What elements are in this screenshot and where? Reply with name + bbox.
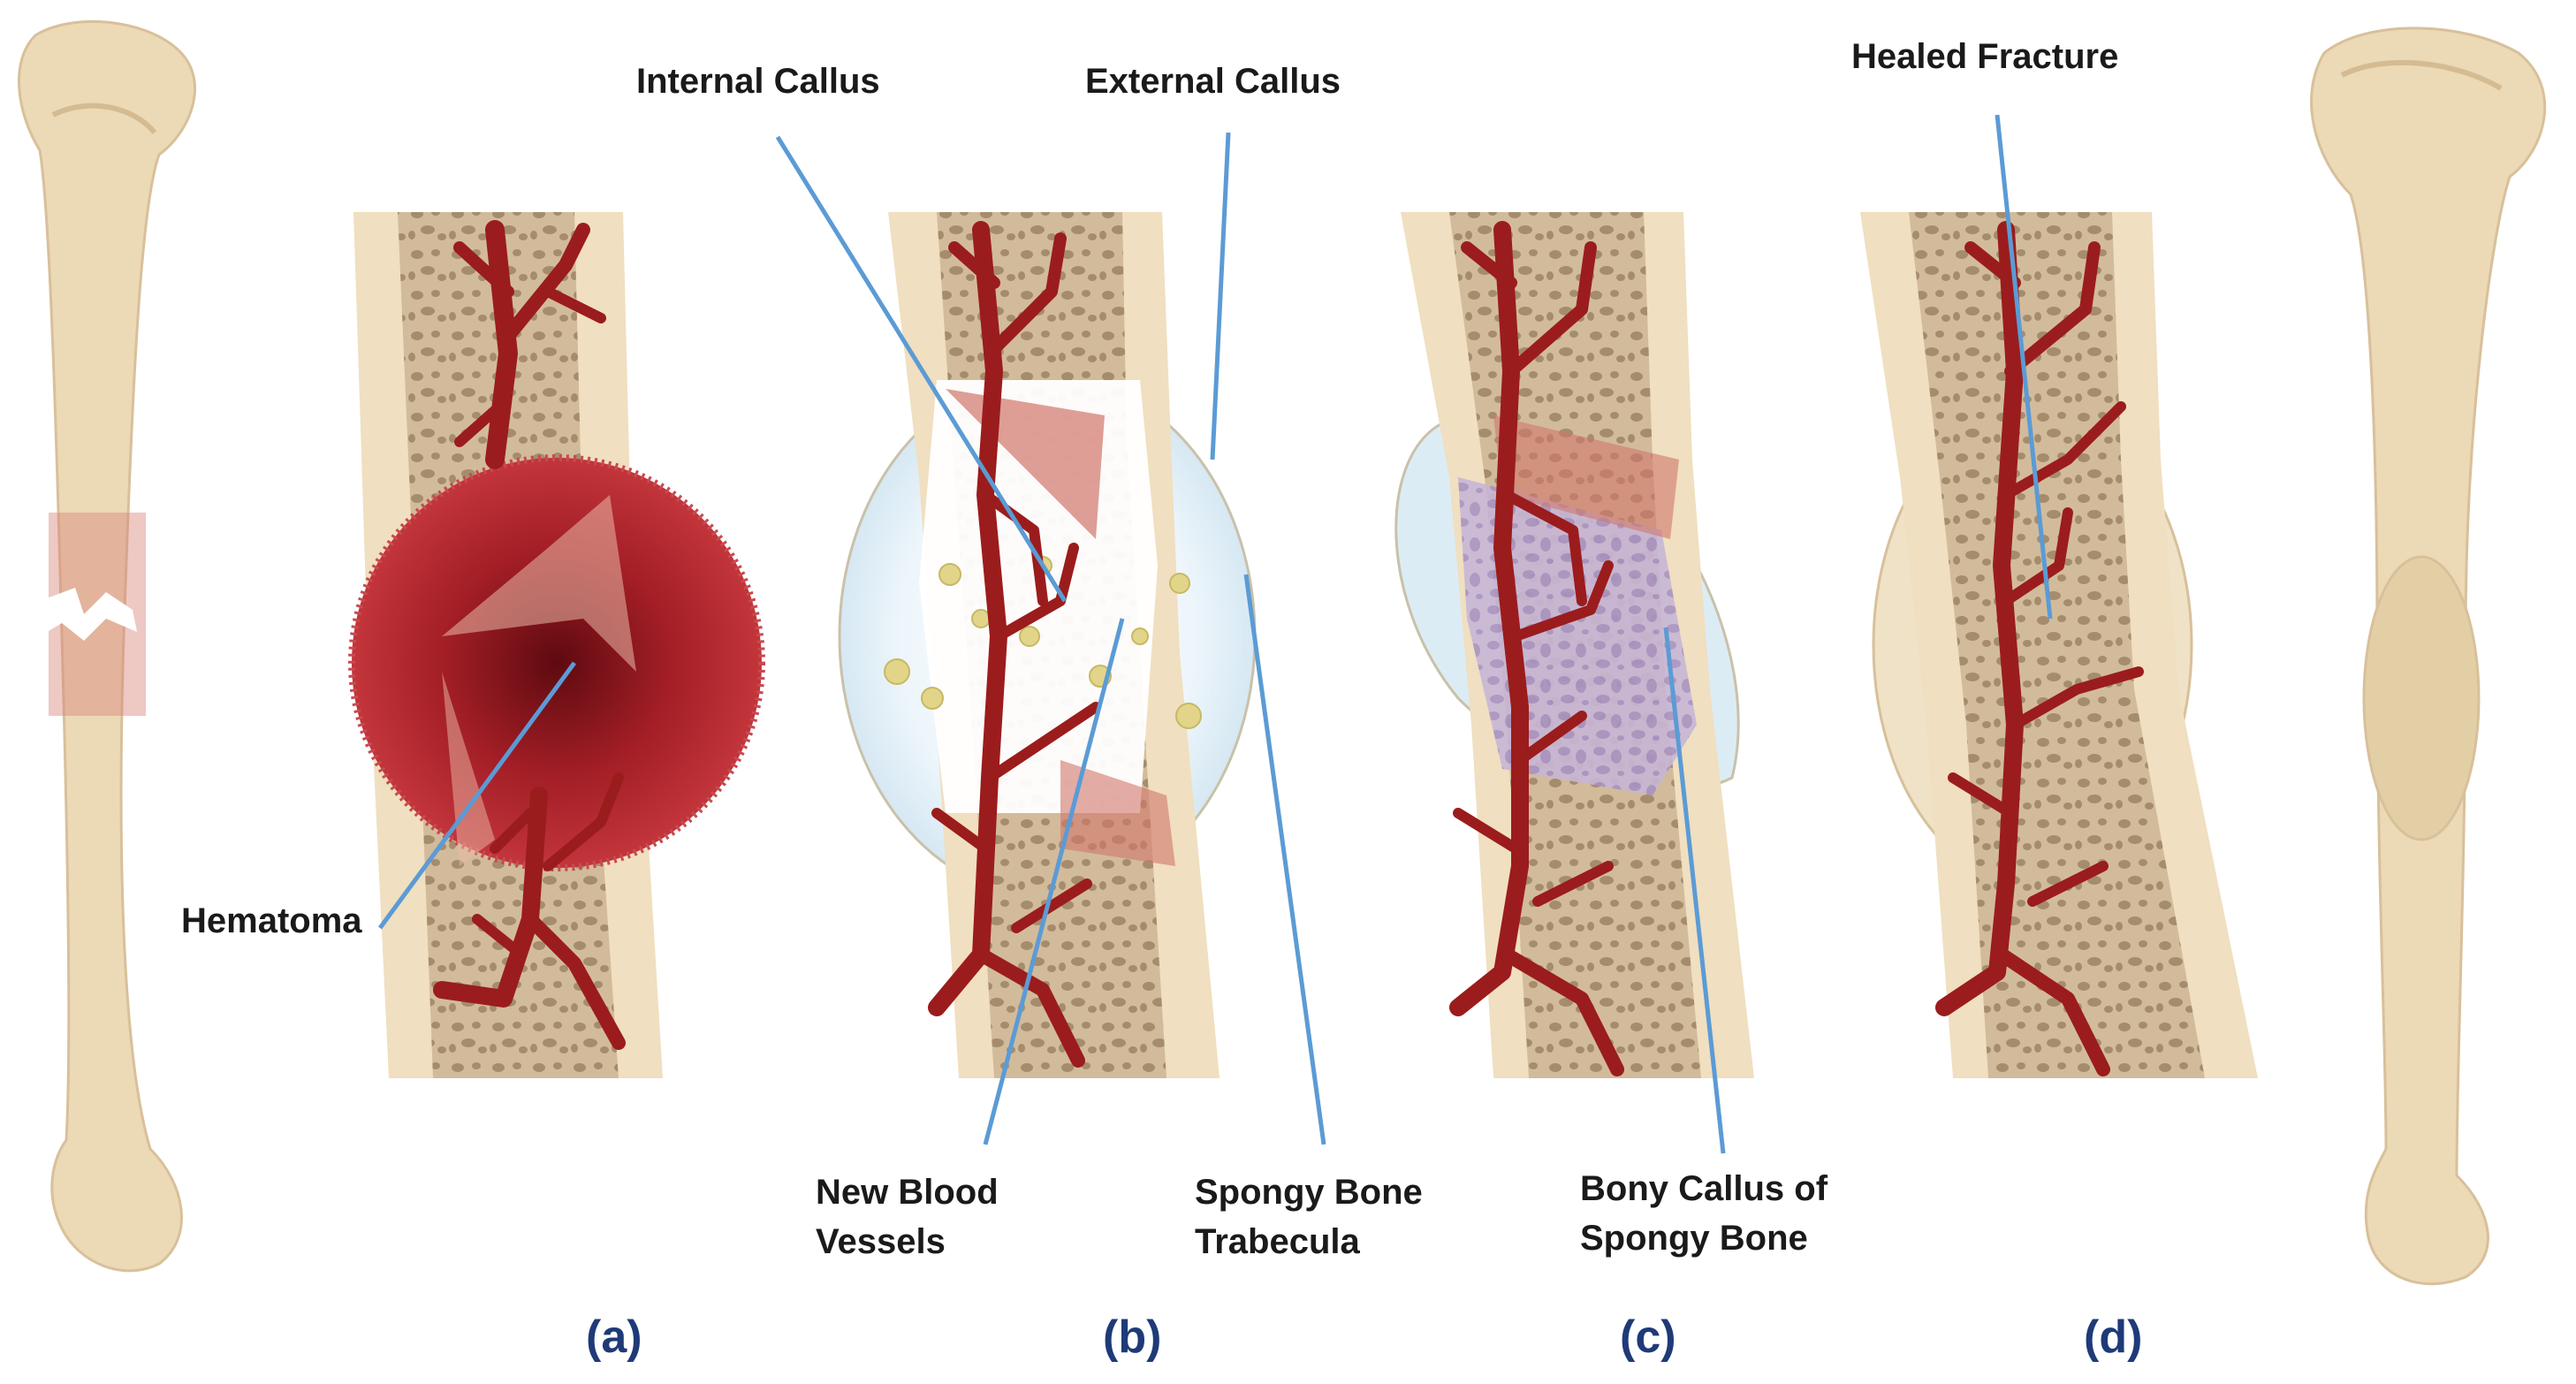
internal-callus-label: Internal Callus bbox=[636, 62, 880, 101]
bony-callus-label-line2: Spongy Bone bbox=[1580, 1219, 1808, 1258]
healed-fracture-label: Healed Fracture bbox=[1851, 37, 2118, 76]
panel-label-a: (a) bbox=[586, 1312, 642, 1363]
spongy-bone-trabecula-leader bbox=[1243, 574, 1326, 1145]
panel-b-illustration bbox=[838, 212, 1257, 1078]
spongy-bone-trabecula-label-line2: Trabecula bbox=[1195, 1222, 1361, 1261]
hematoma-mass bbox=[348, 454, 765, 871]
spongy-bone-trabecula-label-line1: Spongy Bone bbox=[1195, 1173, 1423, 1212]
new-blood-vessels-leader bbox=[983, 618, 1125, 1145]
bony-callus-leader bbox=[1663, 627, 1726, 1154]
panel-label-c: (c) bbox=[1620, 1312, 1676, 1363]
panel-label-b: (b) bbox=[1103, 1312, 1161, 1363]
hematoma-label: Hematoma bbox=[181, 901, 362, 940]
left-fractured-bone bbox=[18, 19, 196, 1273]
right-healed-bone bbox=[2310, 27, 2547, 1286]
panel-a-illustration bbox=[348, 212, 765, 1078]
new-blood-vessels-label-line1: New Blood bbox=[816, 1173, 999, 1212]
panel-label-d: (d) bbox=[2084, 1312, 2142, 1363]
external-callus-label: External Callus bbox=[1085, 62, 1341, 101]
panel-c-illustration bbox=[1394, 212, 1754, 1078]
new-blood-vessels-label-line2: Vessels bbox=[816, 1222, 946, 1261]
bony-callus-label-line1: Bony Callus of bbox=[1580, 1169, 1828, 1208]
external-callus-leader bbox=[1210, 132, 1231, 460]
internal-callus-leader bbox=[775, 135, 1068, 603]
panel-d-illustration bbox=[1860, 212, 2258, 1078]
healed-fracture-leader bbox=[1995, 114, 2053, 620]
hematoma-leader bbox=[377, 661, 577, 930]
